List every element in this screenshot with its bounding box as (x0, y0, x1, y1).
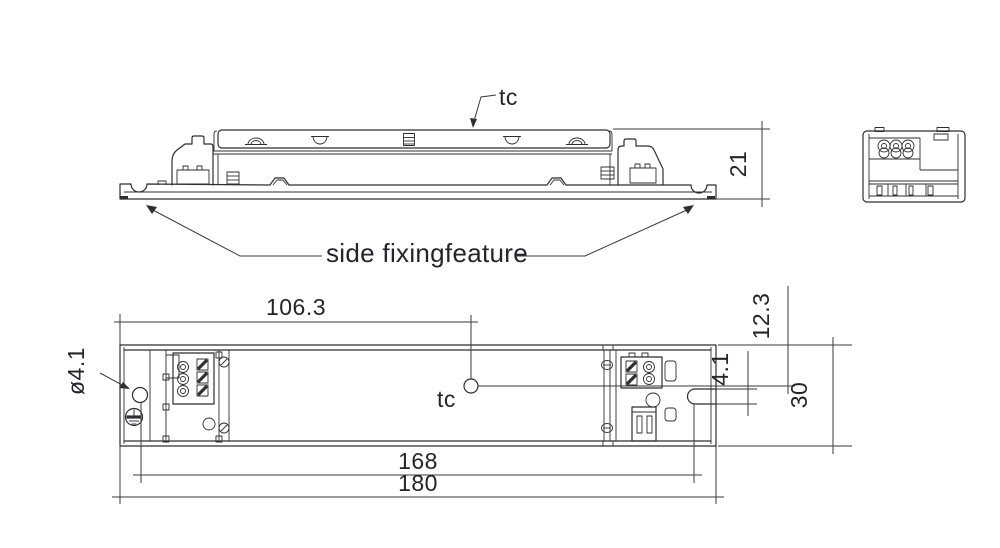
dim-21-text: 21 (725, 151, 751, 178)
hole-arrowhead (119, 382, 130, 389)
keyhole-slot (686, 388, 717, 405)
tc-leader-side: tc (470, 84, 518, 128)
right-plate-pad-top (602, 344, 614, 351)
dim-106-3: 106.3 (114, 294, 478, 379)
dim-168-text: 168 (398, 448, 438, 474)
vent-left (226, 171, 240, 185)
left-foot (120, 196, 128, 200)
dim-180-text: 180 (398, 470, 438, 496)
dim-180: 180 (112, 446, 724, 504)
end-tab-left (874, 127, 885, 132)
end-view-feet (869, 184, 958, 197)
dip-switch (631, 406, 657, 442)
dim-12-3: 12.3 (718, 286, 852, 394)
connector-right-2 (664, 407, 677, 422)
fixing-arrow-left (146, 205, 157, 214)
top-view: tc (63, 286, 852, 504)
top-view-outline (119, 344, 717, 447)
small-hole-left (202, 417, 216, 431)
dim-30: 30 (718, 337, 852, 454)
dim-height-21: 21 (613, 121, 770, 207)
right-plate-pad-bottom (602, 440, 614, 447)
rail-hook-left (213, 130, 218, 151)
left-screws (218, 356, 230, 434)
small-hole-right (645, 392, 661, 408)
rail-dome-1 (245, 137, 267, 145)
bump-inner-right (549, 179, 565, 186)
end-tab-right (936, 127, 950, 132)
dim-4-1-text: 4.1 (707, 352, 733, 385)
mounting-hole (131, 386, 149, 404)
dim-4-1: 4.1 (707, 351, 757, 416)
rail-cup-1 (311, 136, 329, 145)
terminal-block-right (620, 352, 663, 389)
side-view-base-plate (119, 177, 717, 200)
fixing-arrow-right (683, 205, 694, 214)
tc-point: tc (437, 378, 795, 412)
left-component-block (157, 135, 214, 186)
connector-right-1 (664, 360, 677, 382)
earth-symbol (124, 407, 144, 427)
bump-inner-left (272, 179, 288, 186)
hole-diameter-label: ø4.1 (63, 347, 130, 395)
left-plate-pads (162, 351, 223, 443)
top-rail (217, 129, 611, 149)
tc-arrowhead (470, 118, 477, 128)
tc-label-top: tc (437, 386, 456, 412)
end-view-terminals (877, 139, 915, 159)
right-screws (601, 360, 613, 433)
fixing-label: side fixingfeature (326, 238, 528, 268)
tc-label-side: tc (499, 84, 518, 110)
rail-hook-right (608, 130, 613, 151)
dim-30-text: 30 (786, 382, 812, 409)
dim-12-3-text: 12.3 (748, 293, 774, 340)
end-view (862, 127, 966, 203)
terminal-block-left (172, 352, 215, 405)
side-view: tc 21 side fixingfeature (119, 84, 770, 268)
dim-106-3-text: 106.3 (266, 294, 326, 320)
end-detail-rect (933, 133, 949, 141)
rail-cup-2 (503, 136, 521, 145)
rail-dome-2 (566, 137, 588, 145)
side-fixing-feature: side fixingfeature (146, 205, 694, 268)
vent-right (600, 166, 615, 180)
right-component-block (617, 138, 664, 186)
dim-168: 168 (133, 402, 702, 483)
end-view-outline (862, 130, 966, 203)
right-foot (707, 196, 715, 200)
hole-diameter-text: ø4.1 (63, 347, 89, 395)
rail-grille (403, 133, 415, 146)
